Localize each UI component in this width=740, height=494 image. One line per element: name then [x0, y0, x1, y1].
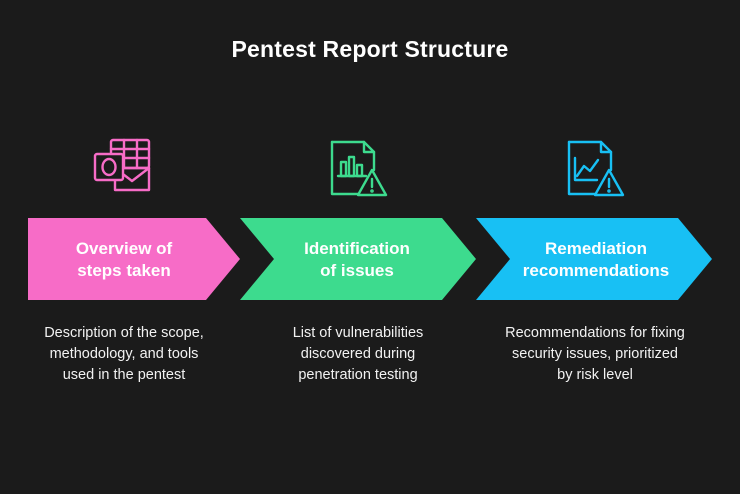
step-2-label: Identification of issues: [262, 236, 452, 284]
step-1-label: Overview of steps taken: [28, 236, 220, 284]
step-3-description-line1: Recommendations for fixing: [505, 325, 685, 341]
step-3-label-line1: Remediation: [544, 239, 648, 258]
step-3-description-line3: by risk level: [557, 367, 633, 383]
outlook-mail-icon: [91, 136, 155, 200]
step-1-label-line2: steps taken: [77, 261, 171, 280]
step-1-description-line2: methodology, and tools: [49, 346, 199, 362]
step-1-description-line1: Description of the scope,: [44, 325, 204, 341]
step-2-description-line1: List of vulnerabilities: [292, 325, 424, 341]
step-1-description-line3: used in the pentest: [62, 367, 186, 383]
step-2-description-line3: penetration testing: [298, 367, 418, 383]
chevron-step-1: [28, 218, 240, 300]
step-3-label: Remediation recommendations: [498, 236, 694, 284]
report-warning-icon: [326, 136, 390, 200]
step-2-description-line2: discovered during: [300, 346, 416, 362]
trend-warning-icon: [563, 136, 627, 200]
step-1-description: Description of the scope, methodology, a…: [19, 323, 229, 386]
step-3-label-line2: recommendations: [522, 261, 670, 280]
page-title: Pentest Report Structure: [231, 36, 509, 62]
step-2-label-line1: Identification: [304, 239, 410, 258]
step-2-label-line2: of issues: [320, 261, 394, 280]
chevron-step-2: [240, 218, 476, 300]
step-3-description-line2: security issues, prioritized: [512, 346, 678, 362]
step-1-label-line1: Overview of: [75, 239, 173, 258]
chevron-step-3: [476, 218, 712, 300]
step-3-description: Recommendations for fixing security issu…: [490, 323, 700, 386]
step-2-description: List of vulnerabilities discovered durin…: [253, 323, 463, 386]
